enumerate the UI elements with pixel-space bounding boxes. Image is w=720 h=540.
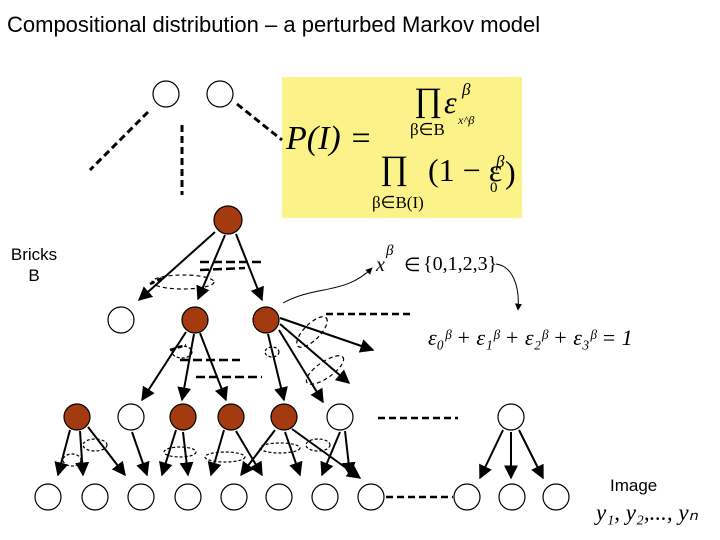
dashed-link xyxy=(88,110,150,172)
brick-node xyxy=(252,306,280,334)
arrow xyxy=(177,333,195,402)
arrow xyxy=(278,329,324,404)
arrow xyxy=(267,333,288,402)
dashed-option-ellipse xyxy=(264,346,280,358)
formula-numerator-state: x^β xyxy=(458,113,475,127)
pixel-node xyxy=(34,483,62,511)
formula-lhs: P(I) = xyxy=(286,120,373,157)
pixel-node xyxy=(220,483,248,511)
arrow xyxy=(518,429,544,480)
pixel-node xyxy=(174,483,202,511)
arrow xyxy=(75,430,90,477)
arrow xyxy=(137,231,216,301)
pixel-node xyxy=(453,483,481,511)
brick-node xyxy=(181,306,209,334)
brick-node xyxy=(217,403,245,431)
formula-denominator-beta: β xyxy=(496,152,505,171)
formula-denominator-product: ∏ xyxy=(380,150,408,187)
arrow xyxy=(341,430,356,477)
annotation-arrow xyxy=(282,267,373,304)
arrow xyxy=(320,431,341,477)
pixel-node xyxy=(127,483,155,511)
dashed-option-ellipse xyxy=(259,442,301,454)
dashed-option-ellipse xyxy=(305,355,345,385)
formula-numerator-product: ∏ xyxy=(414,82,442,119)
pixel-node xyxy=(265,483,293,511)
states-var: x xyxy=(376,254,385,276)
brick-node xyxy=(213,205,243,235)
dashed-option-ellipse xyxy=(163,446,197,458)
brick-node xyxy=(63,403,91,431)
node xyxy=(326,403,354,431)
dashed-option-ellipse xyxy=(204,451,246,463)
pixel-node xyxy=(81,483,109,511)
node xyxy=(117,403,145,431)
arrow xyxy=(196,234,226,301)
pixel-node xyxy=(542,483,570,511)
annotation-arrow xyxy=(495,263,522,311)
formula-numerator-beta: β xyxy=(462,80,471,99)
image-label: Image xyxy=(610,476,658,495)
bricks-label: Bricks B xyxy=(2,244,66,286)
pixel-node xyxy=(357,483,385,511)
formula-numerator-epsilon: ε xyxy=(444,84,457,120)
top-node-left xyxy=(152,80,180,108)
dashed-option-ellipse xyxy=(305,438,331,452)
arrow xyxy=(240,429,276,477)
arrow xyxy=(479,429,504,480)
dashed-option xyxy=(169,343,187,352)
formula-box xyxy=(282,77,522,218)
constraint-equation: ε₀ᵝ + ε₁ᵝ + ε₂ᵝ + ε₃ᵝ = 1 xyxy=(428,325,633,350)
states-sup: β xyxy=(386,243,394,259)
dashed-option-ellipse xyxy=(171,345,193,359)
arrow xyxy=(159,429,177,477)
slide-title: Compositional distribution – a perturbed… xyxy=(7,12,541,37)
states-set: {0,1,2,3} xyxy=(423,253,498,275)
dashed-option xyxy=(199,266,246,272)
dashed-link xyxy=(236,102,283,142)
arrow xyxy=(235,430,263,477)
formula-denominator-index: β∈B(I) xyxy=(372,193,424,212)
formula-numerator-index: β∈B xyxy=(410,120,445,139)
formula-denominator-close: ) xyxy=(505,154,516,190)
arrow xyxy=(279,317,375,353)
pixel-sequence: y₁, y₂,..., yₙ xyxy=(596,500,698,525)
states-in: ∈ xyxy=(404,255,421,276)
dashed-option-ellipse xyxy=(82,438,108,452)
arrow xyxy=(179,431,194,477)
dashed-option-ellipse xyxy=(62,453,82,467)
brick-node xyxy=(270,403,298,431)
pixel-node xyxy=(498,483,526,511)
brick-node xyxy=(169,403,197,431)
formula-denominator-term: (1 − ε xyxy=(428,152,503,188)
arrow xyxy=(279,323,351,384)
formula-denominator-zero: 0 xyxy=(490,180,498,196)
pixel-node xyxy=(311,483,339,511)
dashed-option-ellipse xyxy=(296,316,328,348)
arrow xyxy=(199,332,228,402)
dashed-option xyxy=(149,276,163,286)
bricks-label-symbol: B xyxy=(28,266,40,285)
node xyxy=(497,403,525,431)
arrow xyxy=(235,233,264,302)
arrow xyxy=(141,331,187,402)
node xyxy=(107,306,135,334)
arrow xyxy=(284,431,303,477)
bricks-label-text: Bricks xyxy=(10,245,58,264)
arrow xyxy=(87,426,126,477)
arrow xyxy=(54,429,71,477)
top-node-right xyxy=(206,80,234,108)
arrow xyxy=(131,431,150,477)
